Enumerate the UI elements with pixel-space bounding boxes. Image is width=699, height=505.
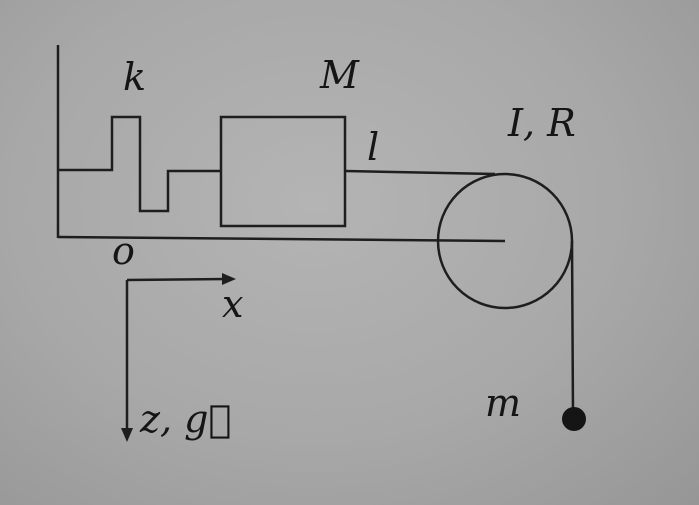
label-k: k (123, 55, 147, 99)
string-horizontal (344, 169, 496, 176)
label-origin: o (112, 229, 135, 273)
label-M: M (320, 53, 359, 97)
label-I-R: I, R (508, 101, 576, 145)
spring (58, 115, 221, 213)
label-z-g: z, g⃗ (140, 397, 232, 441)
floor-line (57, 235, 506, 243)
x-arrowhead-icon (222, 273, 236, 285)
z-arrowhead-icon (121, 428, 133, 442)
label-m: m (485, 381, 522, 425)
label-x: x (222, 282, 244, 326)
x-axis-arrow (126, 277, 229, 282)
string-vertical (570, 240, 575, 416)
block-M (219, 115, 347, 228)
hanging-mass-dot (562, 407, 586, 431)
label-l: l (367, 125, 380, 169)
